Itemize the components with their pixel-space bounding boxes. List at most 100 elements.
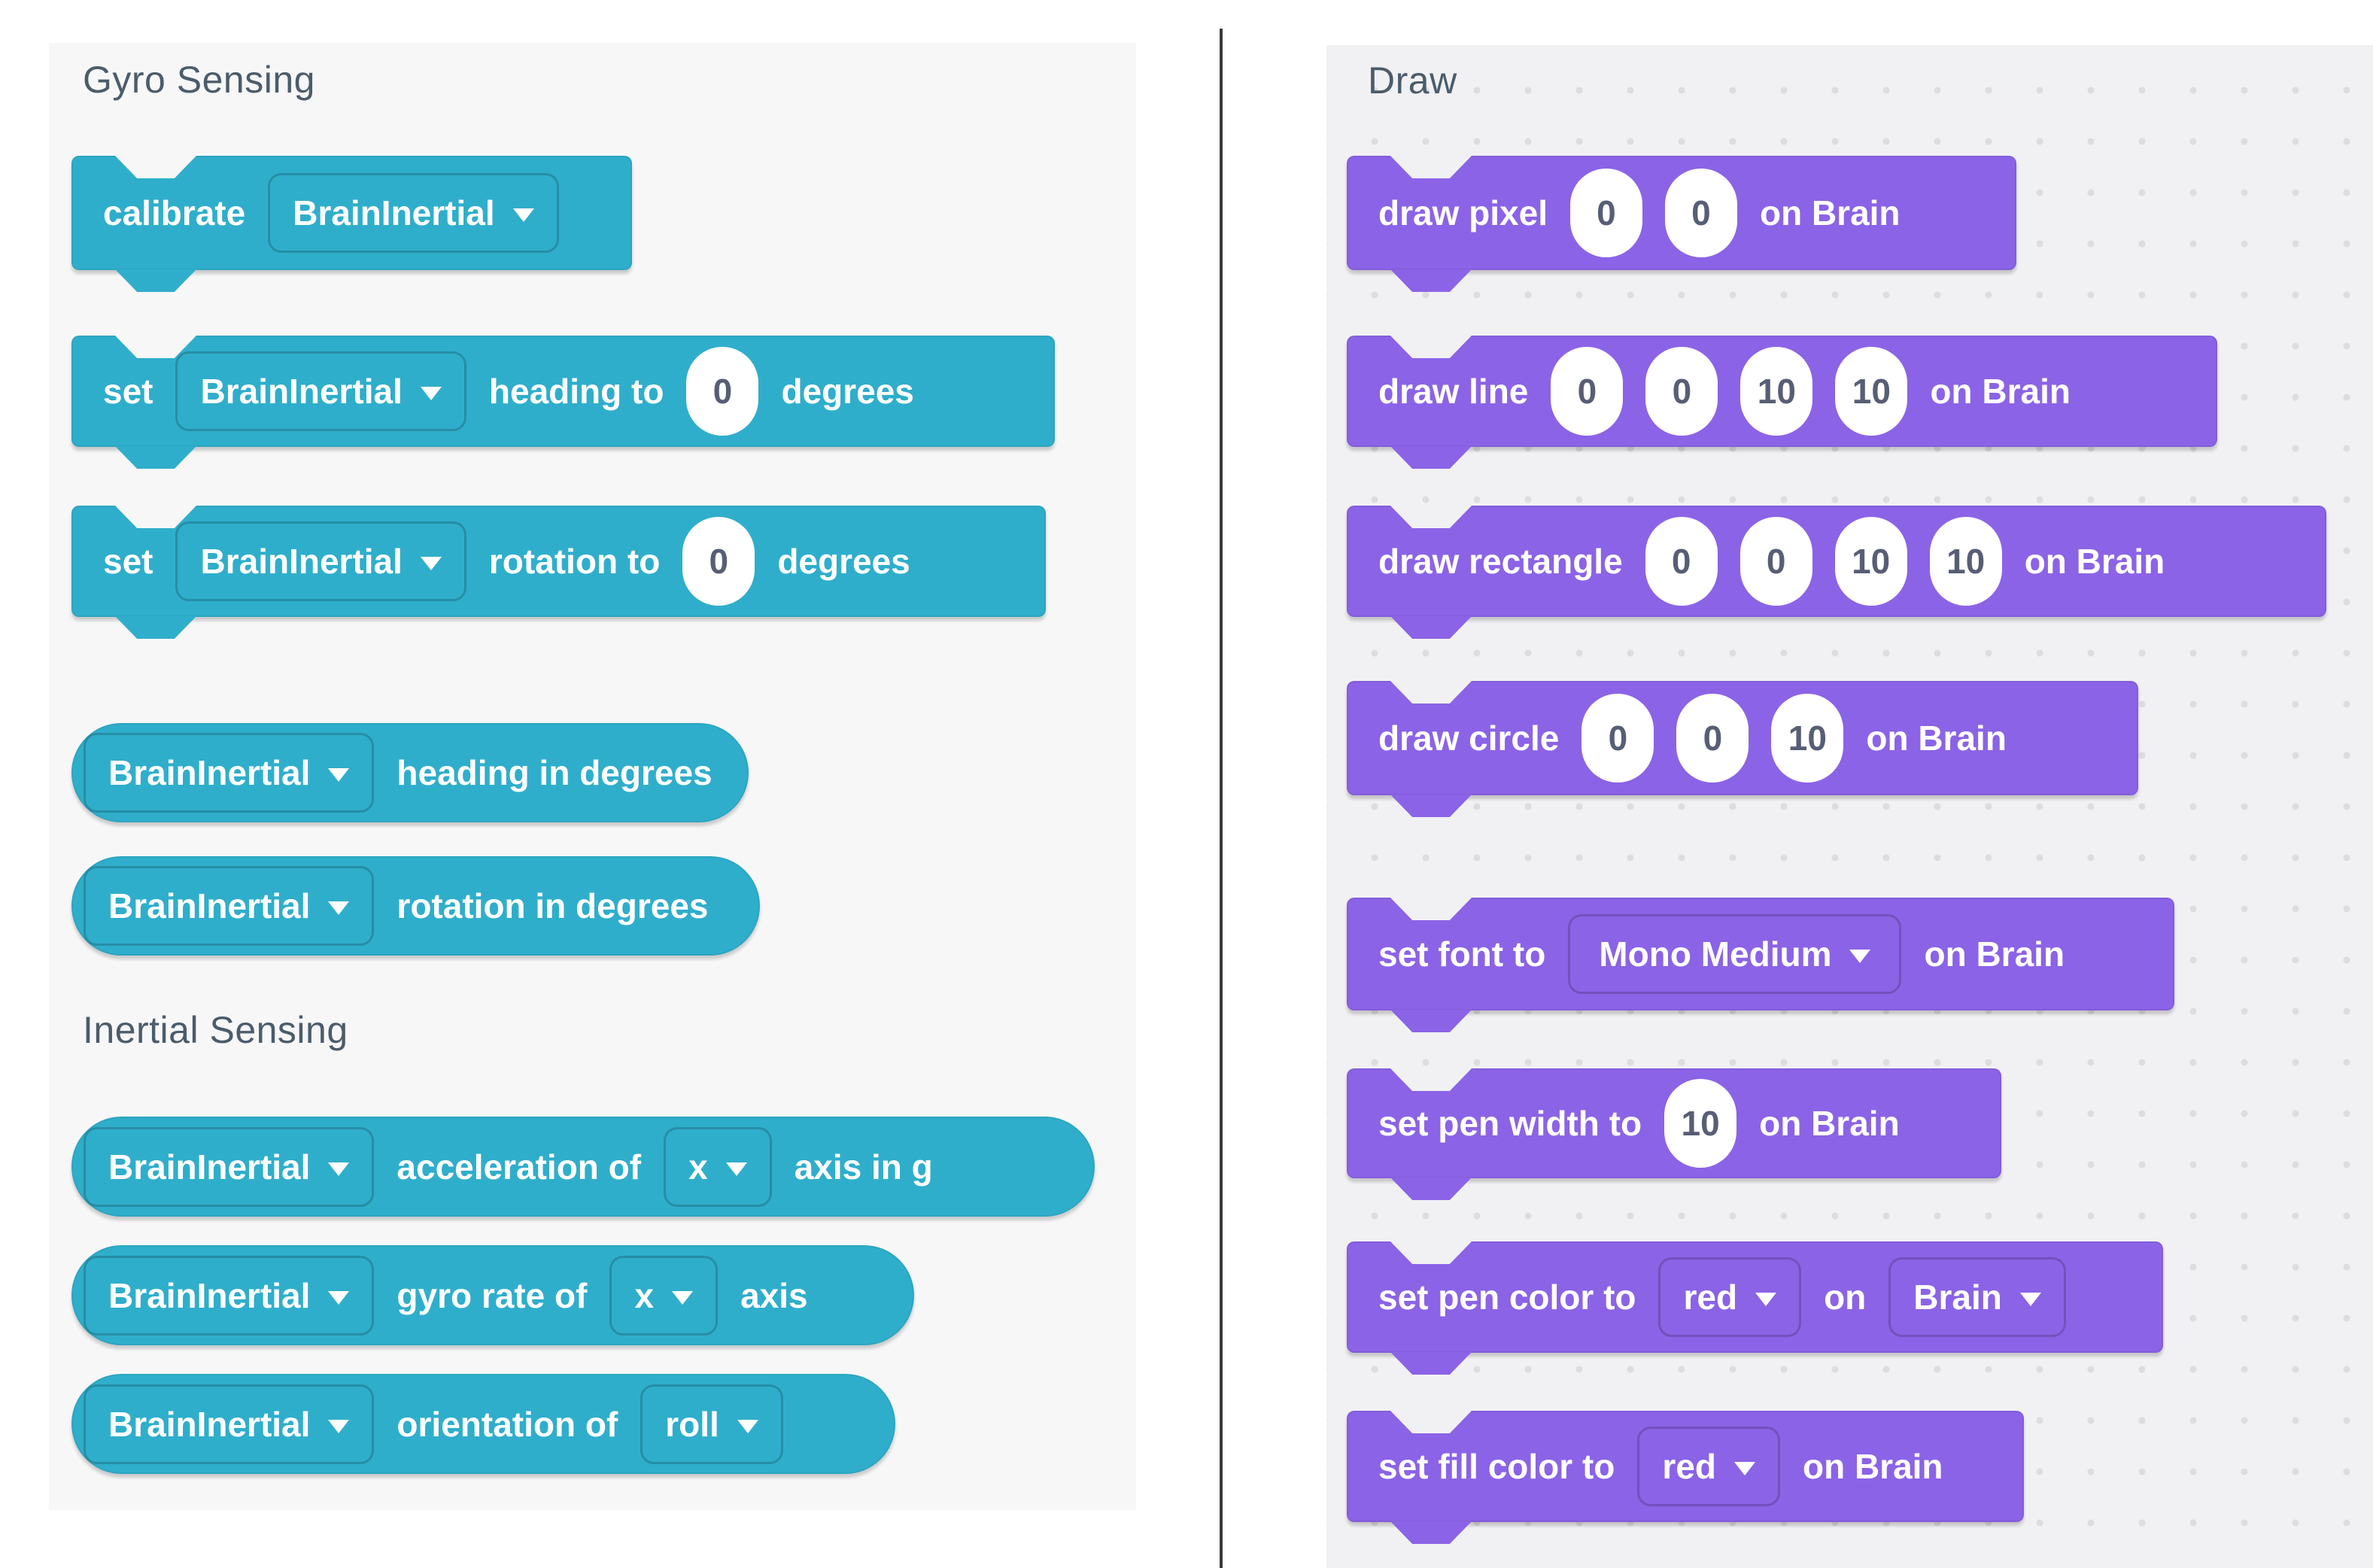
block-rotation-in-degrees[interactable]: BrainInertial rotation in degrees xyxy=(71,856,760,956)
dropdown-arrow-icon xyxy=(737,1419,758,1433)
dropdown-arrow-icon xyxy=(725,1162,747,1176)
dropdown-arrow-icon xyxy=(1733,1462,1755,1475)
block-set-heading[interactable]: set BrainInertial heading to 0 degrees xyxy=(71,336,1055,447)
block-label: on Brain xyxy=(1924,934,2065,974)
y-input[interactable]: 0 xyxy=(1664,169,1737,257)
degrees-input[interactable]: 0 xyxy=(682,517,755,606)
block-label: set pen color to xyxy=(1378,1278,1636,1317)
block-draw-rectangle[interactable]: draw rectangle 0 0 10 10 on Brain xyxy=(1347,506,2326,617)
block-set-pen-color[interactable]: set pen color to red on Brain xyxy=(1347,1241,2163,1353)
block-label: on Brain xyxy=(1930,372,2071,411)
block-set-pen-width[interactable]: set pen width to 10 on Brain xyxy=(1347,1068,2001,1178)
block-label: orientation of xyxy=(397,1404,618,1444)
dropdown-arrow-icon xyxy=(328,1290,350,1305)
device-dropdown[interactable]: Brain xyxy=(1888,1257,2066,1337)
block-label: heading to xyxy=(488,372,664,411)
block-calibrate[interactable]: calibrate BrainInertial xyxy=(71,156,632,270)
x-input[interactable]: 0 xyxy=(1569,169,1642,257)
axis-dropdown[interactable]: x xyxy=(664,1126,772,1207)
block-set-font[interactable]: set font to Mono Medium on Brain xyxy=(1347,898,2174,1010)
dropdown-value: Brain xyxy=(1913,1278,2002,1317)
device-dropdown[interactable]: BrainInertial xyxy=(84,1384,375,1464)
block-label: draw circle xyxy=(1378,719,1560,758)
block-label: on Brain xyxy=(1866,719,2007,758)
device-dropdown[interactable]: BrainInertial xyxy=(175,521,466,601)
dropdown-value: BrainInertial xyxy=(200,542,403,581)
pen-color-dropdown[interactable]: red xyxy=(1658,1257,1802,1337)
block-label: set xyxy=(103,542,153,581)
block-label: set font to xyxy=(1378,934,1546,974)
section-title-gyro-sensing: Gyro Sensing xyxy=(83,59,315,101)
width-input[interactable]: 10 xyxy=(1834,517,1907,606)
dropdown-arrow-icon xyxy=(672,1290,694,1305)
block-label: on xyxy=(1824,1278,1867,1317)
dropdown-value: BrainInertial xyxy=(108,1275,311,1315)
block-set-fill-color[interactable]: set fill color to red on Brain xyxy=(1347,1411,2024,1522)
dropdown-value: roll xyxy=(665,1404,719,1444)
device-dropdown[interactable]: BrainInertial xyxy=(175,351,466,431)
block-draw-pixel[interactable]: draw pixel 0 0 on Brain xyxy=(1347,156,2016,270)
block-draw-line[interactable]: draw line 0 0 10 10 on Brain xyxy=(1347,336,2217,447)
dropdown-value: x xyxy=(688,1147,708,1187)
draw-panel: Draw draw pixel 0 0 on Brain draw line 0… xyxy=(1326,45,2373,1568)
block-label: draw line xyxy=(1378,372,1529,411)
block-orientation-of[interactable]: BrainInertial orientation of roll xyxy=(71,1374,895,1474)
block-label: set pen width to xyxy=(1378,1104,1642,1143)
dropdown-value: BrainInertial xyxy=(108,1404,311,1444)
dropdown-value: red xyxy=(1662,1447,1716,1486)
device-dropdown[interactable]: BrainInertial xyxy=(84,1126,375,1207)
device-dropdown[interactable]: BrainInertial xyxy=(268,173,559,253)
dropdown-value: BrainInertial xyxy=(293,193,495,232)
y1-input[interactable]: 0 xyxy=(1645,347,1718,436)
block-label: on Brain xyxy=(1759,1104,1900,1143)
x2-input[interactable]: 10 xyxy=(1740,347,1813,436)
radius-input[interactable]: 10 xyxy=(1771,694,1844,782)
height-input[interactable]: 10 xyxy=(1929,517,2002,606)
device-dropdown[interactable]: BrainInertial xyxy=(84,866,375,946)
block-label: degrees xyxy=(781,372,914,411)
y2-input[interactable]: 10 xyxy=(1835,347,1908,436)
orientation-dropdown[interactable]: roll xyxy=(640,1384,783,1464)
block-label: set xyxy=(103,372,153,411)
dropdown-arrow-icon xyxy=(328,768,350,782)
dropdown-value: x xyxy=(634,1275,655,1315)
dropdown-value: BrainInertial xyxy=(108,1147,311,1187)
block-draw-circle[interactable]: draw circle 0 0 10 on Brain xyxy=(1347,681,2138,795)
dropdown-value: Mono Medium xyxy=(1599,934,1832,974)
block-label: axis xyxy=(740,1275,808,1315)
block-label: heading in degrees xyxy=(397,753,713,792)
y-input[interactable]: 0 xyxy=(1739,517,1812,606)
device-dropdown[interactable]: BrainInertial xyxy=(84,733,375,813)
axis-dropdown[interactable]: x xyxy=(609,1255,719,1336)
x-input[interactable]: 0 xyxy=(1645,517,1718,606)
dropdown-arrow-icon xyxy=(2019,1293,2041,1306)
dropdown-arrow-icon xyxy=(328,1419,350,1433)
gyro-sensing-panel: Gyro Sensing calibrate BrainInertial set… xyxy=(49,43,1136,1510)
block-label: on Brain xyxy=(1802,1447,1943,1486)
block-set-rotation[interactable]: set BrainInertial rotation to 0 degrees xyxy=(71,506,1046,617)
dropdown-arrow-icon xyxy=(420,387,442,400)
block-label: acceleration of xyxy=(397,1147,642,1187)
font-dropdown[interactable]: Mono Medium xyxy=(1568,914,1902,994)
block-label: on Brain xyxy=(1759,193,1901,232)
dropdown-value: BrainInertial xyxy=(108,886,311,925)
block-label: degrees xyxy=(777,542,910,581)
block-gyro-rate-of-axis[interactable]: BrainInertial gyro rate of x axis xyxy=(71,1245,914,1345)
x1-input[interactable]: 0 xyxy=(1551,347,1624,436)
degrees-input[interactable]: 0 xyxy=(686,347,759,436)
y-input[interactable]: 0 xyxy=(1676,694,1749,782)
pen-width-input[interactable]: 10 xyxy=(1664,1079,1737,1168)
section-title-draw: Draw xyxy=(1368,59,1457,102)
x-input[interactable]: 0 xyxy=(1581,694,1654,782)
block-label: gyro rate of xyxy=(397,1275,588,1315)
block-label: axis in g xyxy=(794,1147,933,1187)
device-dropdown[interactable]: BrainInertial xyxy=(84,1255,375,1336)
block-heading-in-degrees[interactable]: BrainInertial heading in degrees xyxy=(71,723,749,822)
block-label: on Brain xyxy=(2024,542,2165,581)
dropdown-value: red xyxy=(1683,1278,1738,1317)
panel-divider xyxy=(1220,29,1223,1568)
dropdown-value: BrainInertial xyxy=(108,753,311,792)
block-acceleration-of-axis[interactable]: BrainInertial acceleration of x axis in … xyxy=(71,1117,1095,1217)
dropdown-value: BrainInertial xyxy=(200,372,403,411)
fill-color-dropdown[interactable]: red xyxy=(1637,1427,1780,1506)
